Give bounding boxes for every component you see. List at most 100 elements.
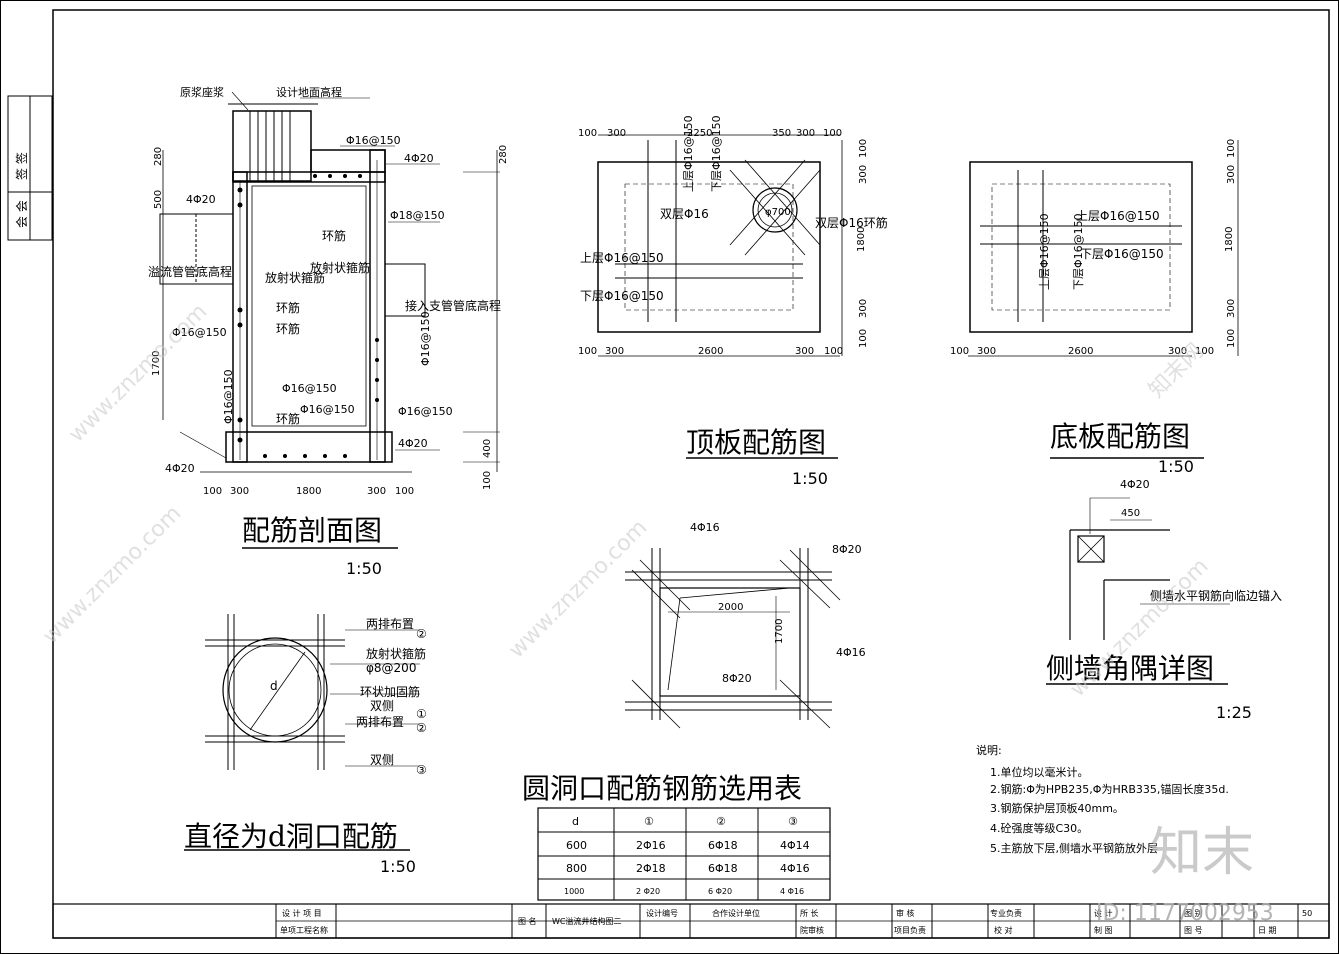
dim-text: 300 — [1168, 346, 1187, 357]
dim-text: 300 — [858, 299, 869, 318]
tb-review-chief: 院审核 — [800, 925, 824, 935]
rebar-label: 4Φ20 — [1120, 478, 1150, 491]
table-header: d — [572, 815, 579, 828]
opening-detail — [625, 548, 841, 729]
dim-text: 500 — [153, 190, 164, 209]
note-item: 5.主筋放下层,侧墙水平钢筋放外层 — [990, 841, 1158, 855]
dim-text: 100 — [578, 346, 597, 357]
tb-design: 设 计 — [1094, 908, 1113, 918]
corner-title: 侧墙角隅详图 — [1046, 652, 1214, 685]
dim-text: 300 — [858, 165, 869, 184]
rebar-label: 下层Φ16@150 — [710, 115, 723, 192]
table-cell: 4 Φ16 — [780, 887, 804, 896]
rebar-label: 双层Φ16环筋 — [815, 215, 888, 230]
signature-strip: 签 签 会 会 — [7, 95, 53, 241]
radial-label: 放射状箍筋 — [310, 260, 370, 275]
corner-detail — [1046, 497, 1230, 685]
note-item: 1.单位均以毫米计。 — [990, 765, 1089, 779]
note-item: 3.钢筋保护层顶板40mm。 — [990, 801, 1124, 815]
dim-text: 100 — [203, 486, 222, 497]
dim-text: 1800 — [296, 486, 321, 497]
opening-labels: 4Φ16 8Φ20 2000 1700 4Φ16 8Φ20 — [690, 521, 866, 685]
table-header: ② — [716, 815, 726, 828]
section-scale: 1:50 — [346, 559, 382, 578]
dim-text: 300 — [977, 346, 996, 357]
rebar-label: 上层Φ16@150 — [1076, 209, 1160, 223]
dim-text: 100 — [1195, 346, 1214, 357]
rebar-label: 4Φ20 — [398, 437, 428, 450]
tb-coop: 合作设计单位 — [712, 908, 760, 918]
dim-text: 2600 — [1068, 346, 1093, 357]
rebar-label: Φ16@150 — [172, 326, 227, 339]
section-labels: 原浆座浆 设计地面高程 Φ16@150 4Φ20 4Φ20 Φ18@150 环筋… — [148, 85, 509, 578]
circle-label: ② — [416, 721, 427, 735]
corner-scale: 1:25 — [1216, 703, 1252, 722]
rebar-label: 上层Φ16@150 — [682, 115, 695, 192]
title-block — [52, 903, 1330, 939]
overflow-label: 溢流管管底高程 — [148, 264, 232, 279]
dim-text: 300 — [605, 346, 624, 357]
rebar-label: Φ18@150 — [390, 209, 445, 222]
table-header: ① — [644, 815, 654, 828]
circle-title: 直径为d洞口配筋 — [184, 820, 398, 853]
dim-text: 100 — [482, 471, 493, 490]
top-plate-labels: 100 300 2250 350 300 100 100 300 2600 30… — [578, 115, 888, 488]
rebar-label: 下层Φ16@150 — [1072, 213, 1085, 290]
dim-text: 100 — [823, 128, 842, 139]
table-cell: 4Φ14 — [780, 839, 810, 852]
dim-text: 100 — [858, 139, 869, 158]
top-plate-view — [597, 134, 843, 459]
note-item: 4.砼强度等级C30。 — [990, 821, 1088, 835]
tb-fig: 图 别 — [1184, 909, 1203, 918]
table-cell: 600 — [566, 839, 587, 852]
circle-scale: 1:50 — [380, 857, 416, 876]
circle-label: ③ — [416, 763, 427, 777]
table-cell: 6Φ18 — [708, 839, 738, 852]
bottom-plate-view — [968, 140, 1239, 459]
dim-text: 1700 — [151, 351, 162, 376]
ring-label: 环筋 — [276, 300, 300, 315]
table-cell: 6 Φ20 — [708, 887, 732, 896]
rebar-label: Φ16@150 — [300, 403, 355, 416]
title-block-text: 设 计 项 目 单项工程名称 图 名 WC溢流井结构图二 设计编号 合作设计单位… — [280, 908, 1312, 935]
ring-label: 环筋 — [322, 228, 346, 243]
rebar-table-text: d ① ② ③ 600 2Φ16 6Φ18 4Φ14 800 2Φ18 6Φ18… — [564, 815, 810, 896]
watermark-brand: 知末 — [1150, 823, 1254, 883]
ring-label: 环筋 — [276, 321, 300, 336]
bottom-plate-scale: 1:50 — [1158, 457, 1194, 476]
tb-name-label: 图 名 — [518, 916, 537, 926]
dim-text: 300 — [230, 486, 249, 497]
dim-text: 1800 — [1224, 227, 1235, 252]
dim-text: 1800 — [856, 227, 867, 252]
circle-labels: 两排布置 ② 放射状箍筋 φ8@200 环状加固筋 双侧 ① 两排布置 ② 双侧… — [184, 617, 427, 876]
dim-text: 300 — [795, 346, 814, 357]
circle-label: 环状加固筋 — [360, 684, 420, 699]
rebar-label: 8Φ20 — [832, 543, 862, 556]
table-cell: 1000 — [564, 887, 584, 896]
tb-name-value: WC溢流井结构图二 — [552, 916, 622, 926]
rebar-label: 4Φ16 — [690, 521, 720, 534]
sign-label: 签 签 — [14, 152, 29, 180]
branch-label: 接入支管管底高程 — [405, 298, 501, 313]
table-cell: 800 — [566, 862, 587, 875]
top-plate-title: 顶板配筋图 — [686, 426, 826, 459]
table-cell: 2Φ18 — [636, 862, 666, 875]
dim-text: 100 — [824, 346, 843, 357]
circle-label: 放射状箍筋 — [366, 646, 426, 661]
notes-title: 说明: — [976, 743, 1002, 757]
circle-detail — [184, 614, 420, 851]
tb-project: 设 计 项 目 — [282, 908, 322, 918]
dim-text: 300 — [607, 128, 626, 139]
circle-label: 双侧 — [370, 753, 394, 767]
dim-text: 2600 — [698, 346, 723, 357]
dim-text: 100 — [578, 128, 597, 139]
table-cell: 4Φ16 — [780, 862, 810, 875]
dim-text: 300 — [367, 486, 386, 497]
circle-label: 两排布置 — [366, 617, 414, 631]
circle-label: ② — [416, 627, 427, 641]
rebar-label: 上层Φ16@150 — [580, 251, 664, 265]
rebar-label: 8Φ20 — [722, 672, 752, 685]
table-cell: 2 Φ20 — [636, 887, 660, 896]
cement-label: 原浆座浆 — [180, 85, 224, 99]
